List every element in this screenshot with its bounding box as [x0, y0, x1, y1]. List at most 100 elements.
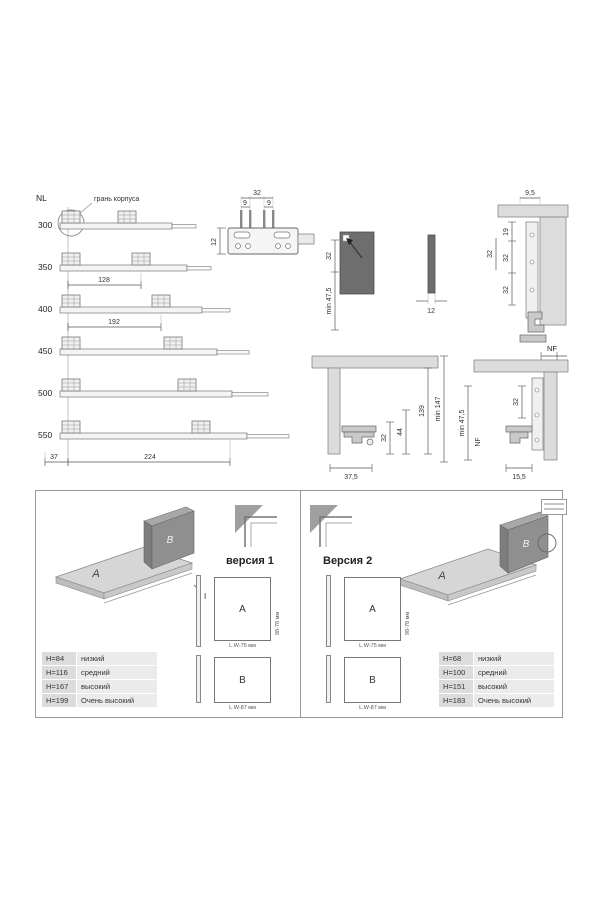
panel-a-drawing: A	[344, 577, 401, 641]
panel-a-height-dim: 98-78 мм	[275, 611, 281, 635]
edge-detail-circle	[537, 533, 557, 553]
panel-b-letter: B	[369, 674, 376, 686]
dim-label: 12	[211, 238, 218, 246]
panel-a-width-dim: L.W-75 мм	[359, 643, 386, 649]
rail-length-label: 400	[38, 304, 52, 314]
height-code: H=68	[439, 652, 473, 665]
rail-row: 500	[38, 378, 269, 398]
dim-label: 15,5	[512, 474, 526, 481]
dim-label: 32	[503, 286, 510, 294]
panel-b-letter: B	[239, 674, 246, 686]
dim-label: 9,5	[525, 190, 535, 197]
technical-drawings: NL грань корпуса 300 350	[36, 190, 569, 481]
height-code: H=84	[42, 652, 76, 665]
table-row: H=84 низкий	[42, 652, 157, 665]
dim-label: min 47,5	[459, 409, 466, 436]
height-code: H=167	[42, 680, 76, 693]
height-code: H=151	[439, 680, 473, 693]
height-table-left: H=84 низкий H=116 средний H=167 высокий …	[41, 651, 158, 708]
panel-a-height-dim: 98-78 мм	[405, 611, 411, 635]
drawer-iso-left: B A I	[54, 506, 206, 604]
rail-row: 450	[38, 336, 250, 356]
table-row: H=167 высокий	[42, 680, 157, 693]
height-name: низкий	[77, 652, 157, 665]
rail-row: 350	[38, 252, 212, 272]
rail-length-diagram: NL грань корпуса 300 350	[36, 193, 290, 466]
rail-length-label: 450	[38, 346, 52, 356]
panel-b-drawing: B	[344, 657, 401, 703]
dim-label: 32	[253, 190, 261, 197]
panel-a-drawing: A	[214, 577, 271, 641]
legend-box	[541, 499, 567, 515]
corner-detail-right	[310, 505, 352, 547]
dim-label: min 47,5	[326, 287, 333, 314]
rail-row: 400	[38, 294, 231, 314]
version-2-label: Версия 2	[323, 555, 373, 567]
panel-a-width-dim: L.W-75 мм	[229, 643, 256, 649]
rail-length-label: 500	[38, 388, 52, 398]
side-section-view: 9,5 19 32 32 32	[487, 190, 569, 343]
dim-label: 32	[513, 398, 520, 406]
front-bracket-view: 32 9 9 12	[211, 190, 315, 255]
height-name: низкий	[474, 652, 554, 665]
rail-length-label: 550	[38, 430, 52, 440]
dim-label: 9	[267, 200, 271, 207]
table-row: H=183 Очень высокий	[439, 694, 554, 707]
dim-label: 32	[487, 250, 494, 258]
height-code: H=100	[439, 666, 473, 679]
dim-label: 44	[397, 428, 404, 436]
panel-b-label: B	[167, 535, 174, 546]
table-row: H=116 средний	[42, 666, 157, 679]
dim-label: 32	[326, 252, 333, 260]
base-a-label: A	[437, 570, 445, 582]
rail-row: 550	[38, 420, 290, 440]
dim-label: NF	[547, 344, 557, 353]
dim-label: 32	[503, 254, 510, 262]
mount-section-view: 139 min 147 44 32 37,5	[311, 355, 448, 481]
table-row: H=199 Очень высокий	[42, 694, 157, 707]
dim-label: 224	[144, 454, 156, 461]
panel-b-label: B	[523, 539, 530, 550]
panel-strip	[196, 655, 201, 703]
panel-a-letter: A	[369, 603, 376, 615]
height-name: Очень высокий	[77, 694, 157, 707]
dim-label: 32	[381, 434, 388, 442]
versions-panel: B A I версия 1 A 98-78 мм L.W-75 мм B L.…	[35, 490, 567, 718]
dim-label: 139	[419, 405, 426, 417]
dim-label: min 147	[435, 396, 442, 421]
dim-label: 128	[98, 277, 110, 284]
version-1-label: версия 1	[226, 555, 274, 567]
dimension-bottom: 37 224	[44, 440, 231, 466]
table-row: H=151 высокий	[439, 680, 554, 693]
table-row: H=100 средний	[439, 666, 554, 679]
dim-label: NF	[475, 437, 482, 446]
height-name: высокий	[77, 680, 157, 693]
panel-strip	[196, 575, 201, 647]
height-name: средний	[77, 666, 157, 679]
dim-label: 9	[243, 200, 247, 207]
dim-label: 192	[108, 319, 120, 326]
body-edge-label: грань корпуса	[94, 196, 139, 203]
corner-detail-left	[235, 505, 277, 547]
height-code: H=199	[42, 694, 76, 707]
nl-label: NL	[36, 193, 47, 203]
dimension-192: 192	[67, 315, 162, 331]
height-code: H=183	[439, 694, 473, 707]
panel-strip	[326, 655, 331, 703]
panel-b-width-dim: L.W-87 мм	[359, 705, 386, 711]
height-name: Очень высокий	[474, 694, 554, 707]
panel-b-drawing: B	[214, 657, 271, 703]
drawer-iso-right: B A	[398, 511, 557, 606]
dim-label: 37	[50, 454, 58, 461]
nf-section-view: NF 32 min 47,5 NF 15,5	[459, 344, 569, 481]
panel-divider	[300, 491, 301, 717]
dim-label: 19	[503, 228, 510, 236]
height-name: средний	[474, 666, 554, 679]
height-code: H=116	[42, 666, 76, 679]
rail-length-label: 300	[38, 220, 52, 230]
detail-i-mark: I	[204, 592, 206, 601]
dim-label: 37,5	[344, 474, 358, 481]
panel-a-letter: A	[239, 603, 246, 615]
base-a-label: A	[91, 568, 99, 580]
